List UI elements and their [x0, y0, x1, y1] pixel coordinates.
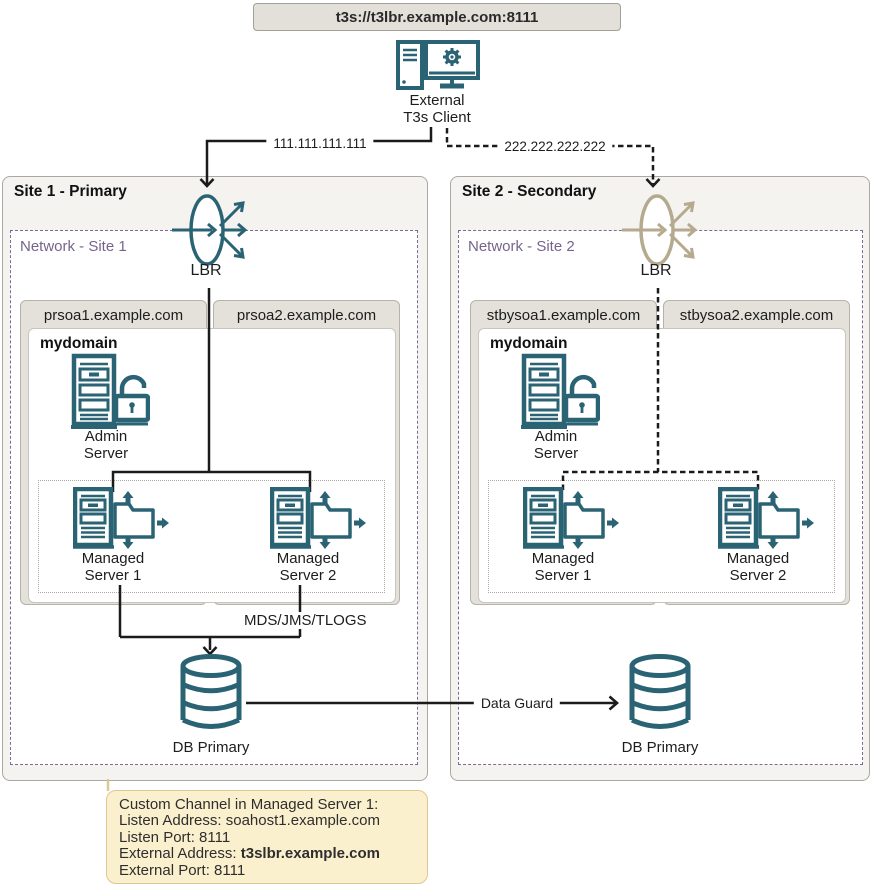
- site1-lbr-label: LBR: [190, 262, 222, 279]
- t3s-url-box: t3s://t3lbr.example.com:8111: [253, 3, 621, 31]
- ip-primary-label: 111.111.111.111: [266, 135, 374, 152]
- external-client-label-2: T3s Client: [403, 109, 471, 126]
- ip-secondary-label: 222.222.222.222: [497, 138, 613, 155]
- site2-ms1-label-2: Server 1: [534, 567, 592, 584]
- external-client-icon: [396, 40, 480, 92]
- site2-host1-label: stbysoa1.example.com: [486, 307, 641, 324]
- site1-domain-label: mydomain: [40, 335, 118, 352]
- site2-lbr-label: LBR: [640, 262, 672, 279]
- site2-network-label: Network - Site 2: [468, 238, 575, 255]
- site2-lbr-icon: [622, 192, 702, 268]
- site1-lbr-icon: [172, 192, 252, 268]
- site2-admin-label-1: Admin: [534, 428, 578, 445]
- site2-db-label: DB Primary: [621, 739, 699, 756]
- note-line-5: External Port: 8111: [119, 861, 246, 879]
- external-client-label-1: External: [409, 92, 465, 109]
- note-line-3: Listen Port: 8111: [119, 828, 231, 846]
- site1-managed-server1-icon: [73, 487, 178, 549]
- site1-ms2-label-2: Server 2: [279, 567, 337, 584]
- mds-jms-tlogs-label: MDS/JMS/TLOGS: [237, 612, 374, 629]
- note-line-1: Custom Channel in Managed Server 1:: [119, 796, 379, 813]
- site2-domain-label: mydomain: [490, 335, 568, 352]
- site2-ms1-label-1: Managed: [531, 550, 595, 567]
- site2-db-icon: [627, 654, 693, 734]
- site1-ms1-label-2: Server 1: [84, 567, 142, 584]
- site1-title: Site 1 - Primary: [14, 183, 127, 200]
- site2-ms2-label-1: Managed: [726, 550, 790, 567]
- note-box: Custom Channel in Managed Server 1: List…: [106, 790, 428, 884]
- site2-title: Site 2 - Secondary: [462, 183, 597, 200]
- site1-admin-label-1: Admin: [84, 428, 128, 445]
- site2-host2-label: stbysoa2.example.com: [679, 307, 834, 324]
- site1-ms2-label-1: Managed: [276, 550, 340, 567]
- site1-ms1-label-1: Managed: [81, 550, 145, 567]
- site1-admin-label-2: Server: [83, 445, 129, 462]
- site1-host2-label: prsoa2.example.com: [236, 307, 377, 324]
- site2-admin-server-icon: [520, 352, 600, 432]
- note-line-2: Listen Address: soahost1.example.com: [119, 812, 380, 830]
- site2-managed-server2-icon: [718, 487, 823, 549]
- site1-db-label: DB Primary: [172, 739, 250, 756]
- note-line-4-prefix: External Address:: [119, 845, 241, 863]
- site2-ms2-label-2: Server 2: [729, 567, 787, 584]
- t3s-url-text: t3s://t3lbr.example.com:8111: [335, 8, 539, 26]
- site1-host1-label: prsoa1.example.com: [43, 307, 184, 324]
- site2-admin-label-2: Server: [533, 445, 579, 462]
- site2-managed-server1-icon: [523, 487, 628, 549]
- note-line-4-value: t3slbr.example.com: [240, 845, 380, 863]
- note-line-4: External Address: t3slbr.example.com: [119, 846, 427, 862]
- site1-db-icon: [178, 654, 244, 734]
- site1-admin-server-icon: [70, 352, 150, 432]
- site1-managed-server2-icon: [270, 487, 375, 549]
- data-guard-label: Data Guard: [473, 695, 561, 712]
- site1-network-label: Network - Site 1: [20, 238, 127, 255]
